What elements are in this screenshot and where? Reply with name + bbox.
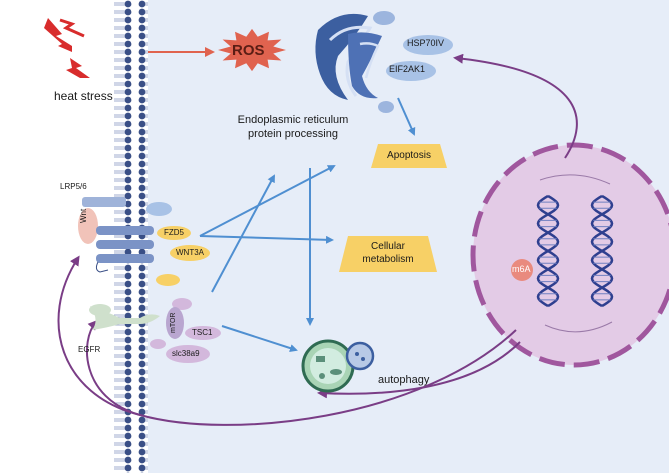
arrow-er-apoptosis — [397, 97, 416, 136]
arrow-nucleus-er — [453, 53, 578, 159]
ros-label: ROS — [232, 42, 265, 59]
er-label-line1: Endoplasmic reticulum — [237, 114, 349, 126]
hsp70iv-protein — [403, 35, 453, 55]
lrp-label: LRP5/6 — [60, 182, 87, 191]
metabolism-label-line2: metabolism — [362, 254, 414, 265]
autophagy-label: autophagy — [378, 374, 430, 386]
heat-stress-label: heat stress — [54, 89, 113, 103]
lrp-ligand — [146, 202, 172, 216]
egfr-label: EGFR — [78, 345, 101, 354]
wnt-ligand — [78, 208, 98, 244]
mtor-shape — [166, 307, 184, 339]
slc38a9-label: slc38a9 — [172, 349, 200, 358]
tsc1-ellipse — [185, 326, 221, 340]
helix-strand — [536, 194, 560, 308]
metabolism-label-line1: Cellular — [371, 241, 405, 252]
m6a-label: m6A — [512, 264, 531, 274]
feedback-arrows — [57, 53, 578, 426]
nucleus — [470, 142, 669, 368]
slc38a9-ellipse — [166, 345, 210, 363]
mtor-complex — [150, 298, 221, 363]
wnt-receptor-complex — [78, 197, 210, 286]
m6a-mark-circle — [511, 259, 533, 281]
apoptosis-box — [371, 144, 447, 168]
wnt-label: Wnt — [79, 208, 88, 223]
arrow-nucleus-egfr — [86, 319, 141, 416]
arrow-mtor-up — [211, 174, 275, 293]
helix-strand — [590, 194, 614, 308]
hsp70iv-label: HSP70IV — [407, 38, 445, 48]
arrow-tsc1-autophagy — [221, 325, 298, 352]
er-icon — [315, 11, 395, 113]
cell-membrane — [114, 0, 148, 473]
autophagosome-icon — [301, 339, 375, 393]
mtor-label: mTOR — [170, 312, 177, 333]
fzd5-label: FZD5 — [164, 228, 184, 237]
wnt3a-ellipse — [170, 245, 210, 261]
heat-stress-icon — [44, 18, 90, 78]
eif2ak1-protein — [386, 61, 436, 81]
arrow-nucleus-wnt — [57, 255, 517, 426]
apoptosis-label: Apoptosis — [387, 150, 431, 161]
er-label-line2: protein processing — [248, 128, 338, 140]
fzd5-ellipse — [157, 226, 191, 240]
egfr-receptor — [89, 304, 160, 330]
wnt3a-label: WNT3A — [176, 248, 204, 257]
dna-helix — [536, 194, 614, 308]
arrow-fzd5-upper — [199, 165, 336, 237]
ros-burst — [218, 28, 286, 72]
metabolism-box — [339, 236, 437, 272]
signal-arrows — [199, 97, 416, 352]
eif2ak1-label: EIF2AK1 — [389, 64, 426, 74]
tsc1-label: TSC1 — [192, 328, 213, 337]
